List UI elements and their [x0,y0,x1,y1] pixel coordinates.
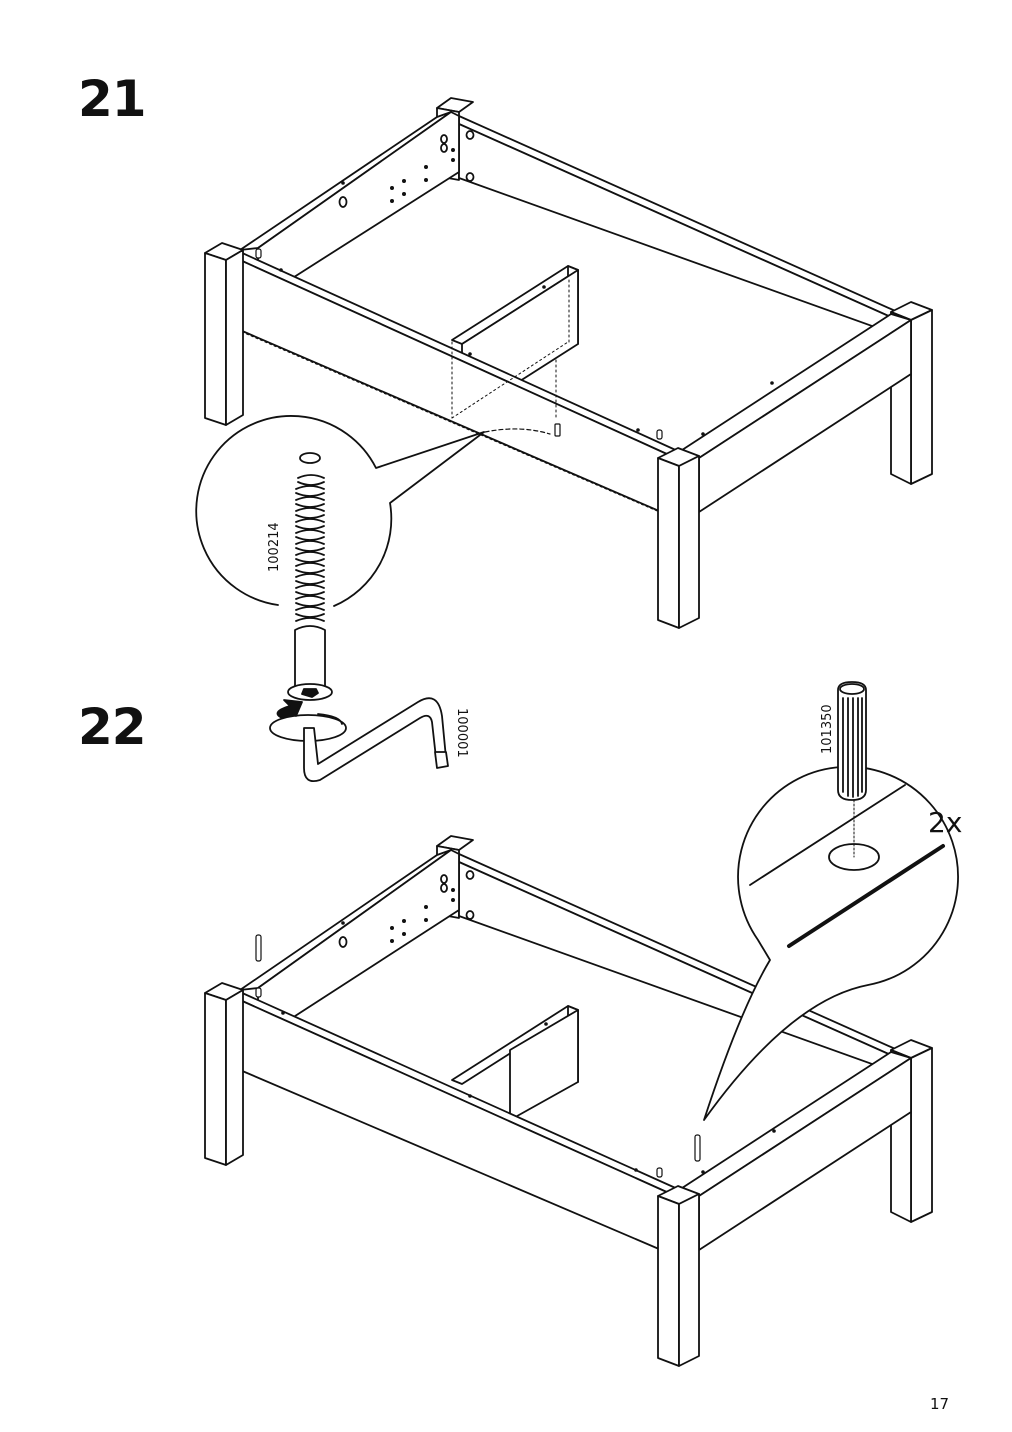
rail-left-end [239,849,460,1041]
detail-circle-bolt [195,415,485,607]
part-id-100001: 100001 [454,708,469,758]
page-number: 17 [930,1395,950,1413]
fitting-holes-left-end [390,148,455,203]
bed-frame-step-21 [204,97,933,629]
part-id-101350: 101350 [820,704,835,754]
step-number-21: 21 [78,70,147,128]
rail-right-end [678,1051,912,1251]
quantity-label: 2x [928,806,962,839]
dowel-pins-step-22 [255,934,701,1178]
part-id-100214: 100214 [267,522,282,572]
leg-front-right [657,447,700,629]
fitting-holes-left-end [390,888,455,943]
dowel-pins-step-21 [255,248,663,440]
leg-front-right [657,1185,700,1367]
hex-bolt-icon [287,452,333,701]
leg-front-left [204,242,244,426]
allen-key-icon [269,697,449,783]
step-number-22: 22 [78,698,147,756]
rail-left-end [239,111,460,301]
rail-front [239,991,681,1259]
leg-front-left [204,982,244,1166]
detail-circle-dowel [703,765,959,1121]
rail-right-end [678,313,912,513]
wooden-dowel-icon [837,681,867,801]
